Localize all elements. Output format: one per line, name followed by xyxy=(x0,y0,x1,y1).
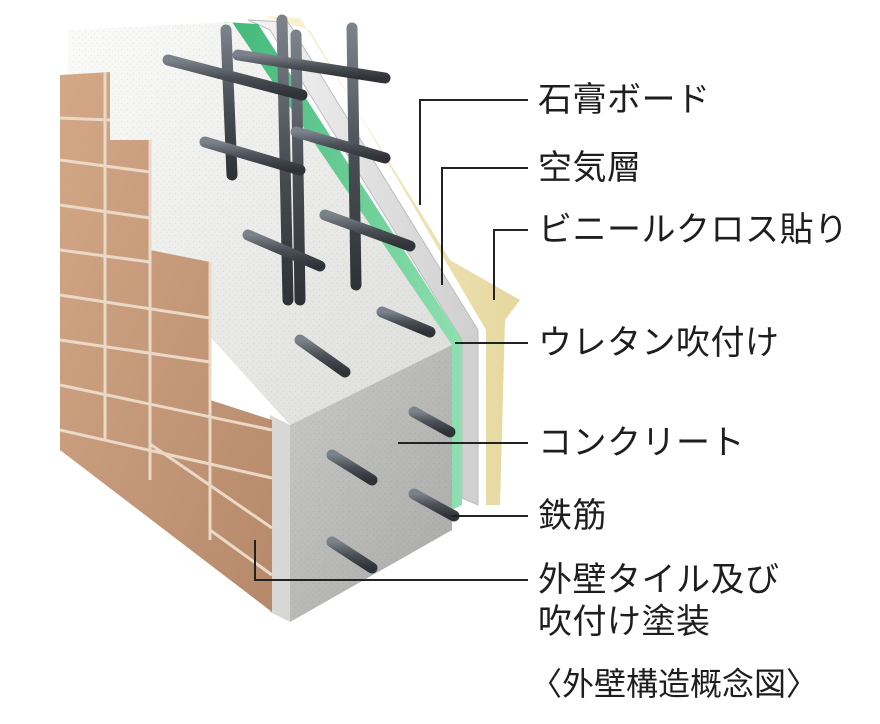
exterior-tile-wall xyxy=(59,72,273,612)
label-exterior-tile-line2: 吹付け塗装 xyxy=(538,602,711,642)
label-gypsum-board: 石膏ボード xyxy=(538,80,711,120)
leader-lines xyxy=(254,99,528,581)
label-concrete: コンクリート xyxy=(538,423,745,463)
label-urethane: ウレタン吹付け xyxy=(538,323,780,363)
leader-gypsum-board xyxy=(419,99,528,205)
label-air-layer: 空気層 xyxy=(538,148,642,188)
leader-exterior-tile xyxy=(254,540,528,581)
label-vinyl-cloth: ビニールクロス貼り xyxy=(538,210,849,250)
leader-air-layer xyxy=(441,167,528,285)
rebar-grid xyxy=(162,14,460,574)
diagram-caption: 〈外壁構造概念図〉 xyxy=(530,665,819,703)
urethane-layer xyxy=(224,22,462,512)
label-rebar: 鉄筋 xyxy=(538,496,607,536)
leader-vinyl-cloth xyxy=(493,229,528,300)
vinyl-cloth-layer xyxy=(262,16,520,505)
label-exterior-tile-line1: 外壁タイル及び xyxy=(538,560,780,600)
